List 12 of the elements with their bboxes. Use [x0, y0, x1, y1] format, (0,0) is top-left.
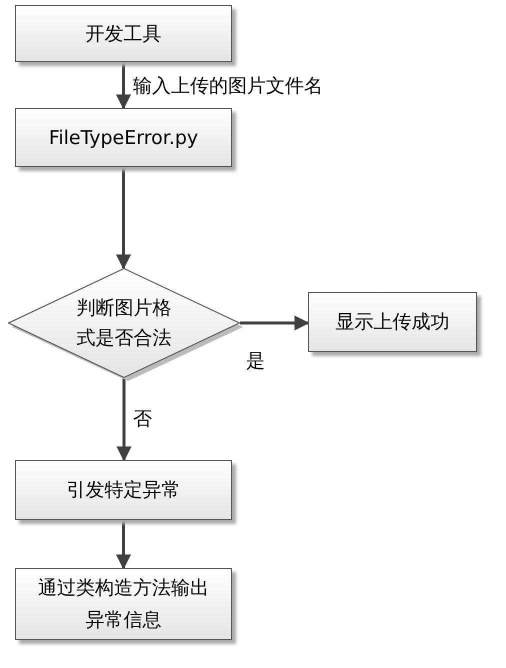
- process-box: 显示上传成功: [308, 292, 477, 352]
- process-box: 通过类构造方法输出异常信息: [15, 568, 232, 640]
- arrow: [116, 62, 131, 110]
- decision-text: 判断图片格式是否合法: [76, 296, 172, 351]
- decision-diamond: [8, 268, 240, 378]
- arrow: [116, 167, 131, 270]
- process-box: FileTypeError.py: [15, 108, 232, 167]
- arrow: [240, 316, 310, 330]
- arrow: [116, 520, 131, 570]
- process-box: 引发特定异常: [15, 460, 232, 520]
- arrow: [116, 378, 132, 462]
- process-box: 开发工具: [15, 5, 232, 62]
